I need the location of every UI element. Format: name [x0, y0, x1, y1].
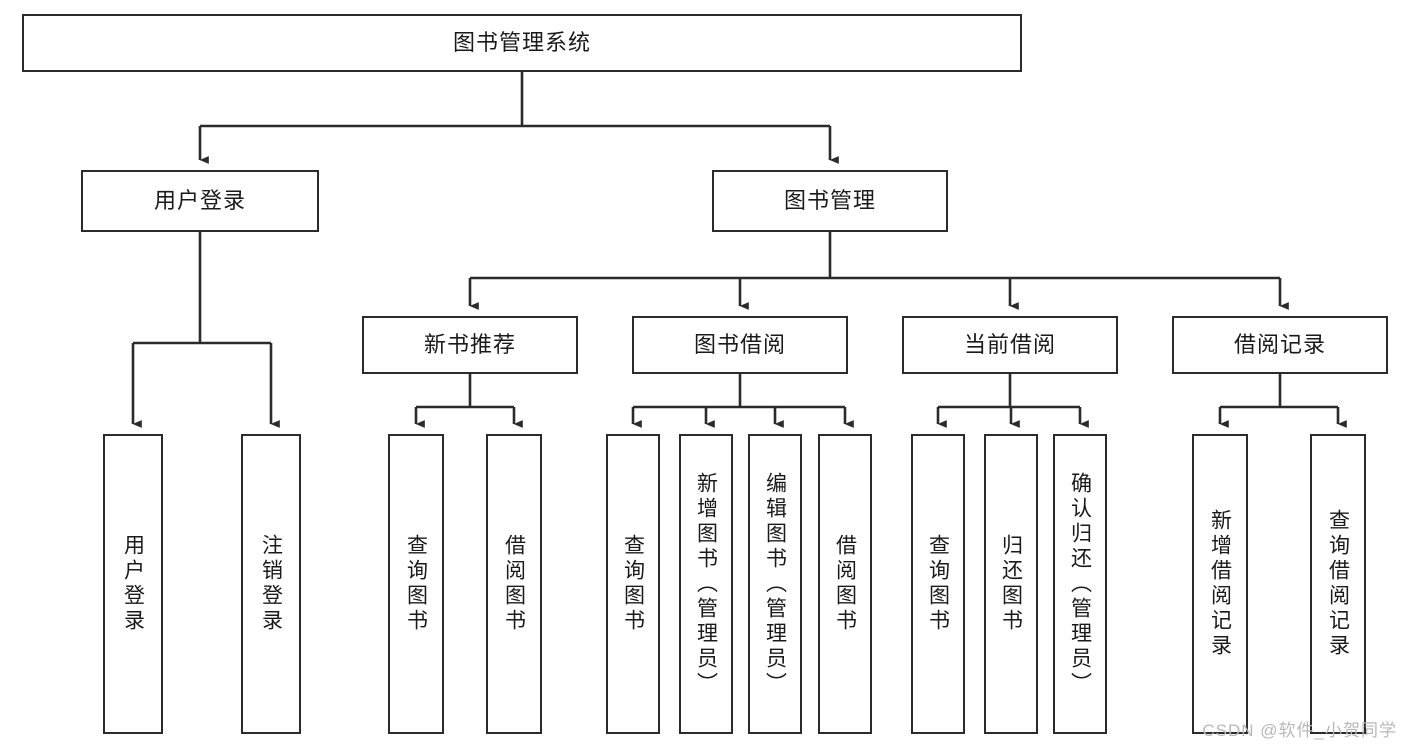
node-label: 查询借阅记录	[1326, 509, 1350, 659]
node-leaf-edit-book[interactable]: 编辑图书（管理员）	[748, 434, 802, 734]
node-book-manage[interactable]: 图书管理	[712, 170, 948, 232]
node-label: 图书借阅	[693, 331, 786, 357]
node-leaf-query-book-1[interactable]: 查询图书	[388, 434, 444, 734]
node-book-borrow[interactable]: 图书借阅	[632, 316, 848, 374]
node-leaf-logout-login[interactable]: 注销登录	[241, 434, 301, 734]
node-label: 新增图书（管理员）	[694, 471, 718, 697]
node-label: 图书管理	[783, 187, 876, 213]
node-label: 借阅图书	[502, 534, 526, 634]
node-borrow-record[interactable]: 借阅记录	[1172, 316, 1388, 374]
node-leaf-add-borrow-record[interactable]: 新增借阅记录	[1192, 434, 1248, 734]
node-user-login[interactable]: 用户登录	[81, 170, 319, 232]
node-label: 新增借阅记录	[1208, 509, 1232, 659]
node-current-borrow[interactable]: 当前借阅	[902, 316, 1118, 374]
node-label: 借阅图书	[833, 534, 857, 634]
node-label: 当前借阅	[963, 331, 1056, 357]
csdn-watermark: CSDN @软件_小贺同学	[1202, 721, 1397, 740]
node-label: 图书管理系统	[452, 29, 591, 55]
node-label: 查询图书	[926, 534, 950, 634]
node-new-book-recommend[interactable]: 新书推荐	[362, 316, 578, 374]
node-label: 注销登录	[259, 534, 283, 634]
node-leaf-query-borrow-record[interactable]: 查询借阅记录	[1310, 434, 1366, 734]
node-root[interactable]: 图书管理系统	[22, 14, 1022, 72]
node-leaf-query-book-3[interactable]: 查询图书	[911, 434, 965, 734]
node-leaf-return-book[interactable]: 归还图书	[984, 434, 1038, 734]
node-label: 编辑图书（管理员）	[763, 471, 787, 697]
node-label: 借阅记录	[1233, 331, 1326, 357]
node-label: 查询图书	[404, 534, 428, 634]
node-label: 查询图书	[621, 534, 645, 634]
node-leaf-query-book-2[interactable]: 查询图书	[606, 434, 660, 734]
node-label: 新书推荐	[423, 331, 516, 357]
node-leaf-borrow-book-2[interactable]: 借阅图书	[818, 434, 872, 734]
node-label: 确认归还（管理员）	[1068, 471, 1092, 697]
node-label: 归还图书	[999, 534, 1023, 634]
node-label: 用户登录	[121, 534, 145, 634]
node-leaf-confirm-return[interactable]: 确认归还（管理员）	[1053, 434, 1107, 734]
node-leaf-add-book[interactable]: 新增图书（管理员）	[679, 434, 733, 734]
node-leaf-borrow-book-1[interactable]: 借阅图书	[486, 434, 542, 734]
node-leaf-user-login[interactable]: 用户登录	[103, 434, 163, 734]
node-label: 用户登录	[153, 187, 246, 213]
